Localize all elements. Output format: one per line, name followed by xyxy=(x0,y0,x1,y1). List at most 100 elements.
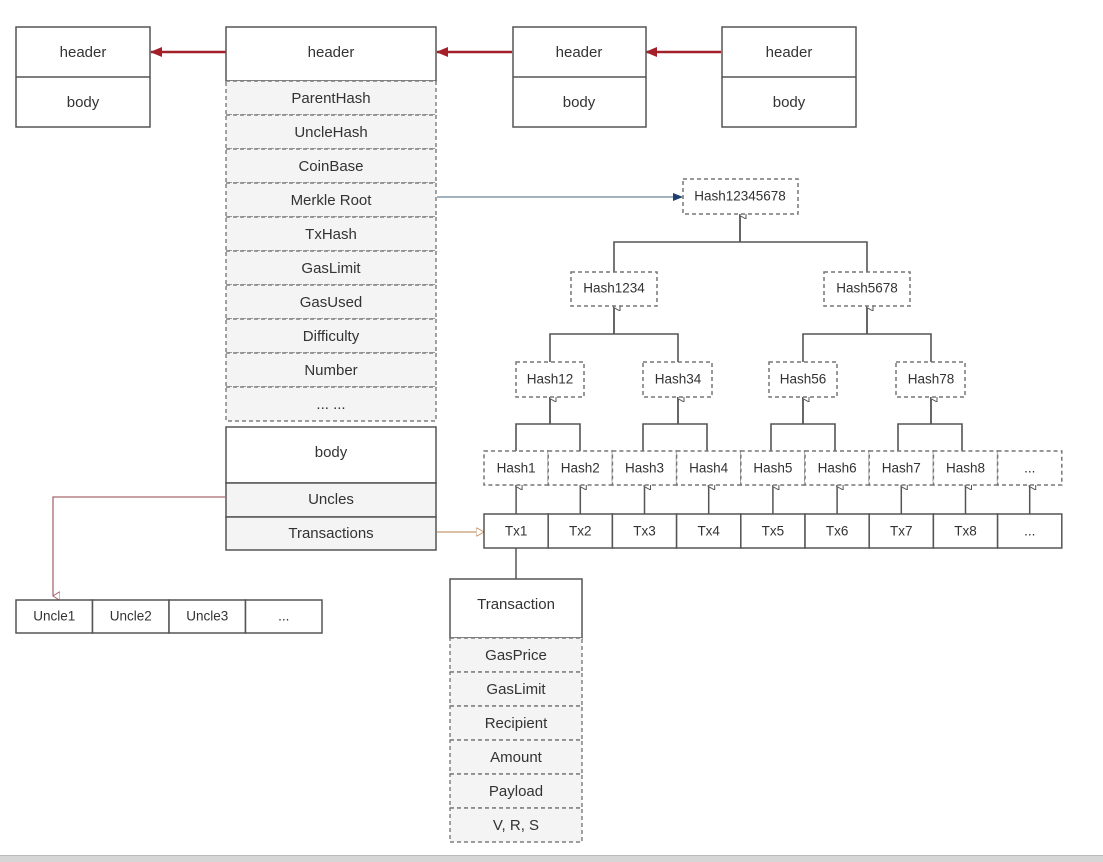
header-field-label: ParentHash xyxy=(291,90,370,107)
merkle-tree-edges xyxy=(515,215,963,451)
uncle-cell[interactable] xyxy=(168,599,247,634)
header-field[interactable] xyxy=(225,114,437,150)
merkle-leaf[interactable] xyxy=(996,450,1063,486)
transaction-title: Transaction xyxy=(477,596,555,613)
merkle-node-l1[interactable]: Hash1234 xyxy=(570,271,658,307)
uncle-cell[interactable] xyxy=(244,599,323,634)
transaction-field[interactable] xyxy=(449,705,583,741)
merkle-leaf-label: Hash1 xyxy=(497,461,536,476)
merkle-leaf[interactable] xyxy=(740,450,806,486)
header-field-label: Difficulty xyxy=(303,328,360,345)
body-field-transactions-label: Transactions xyxy=(288,525,373,542)
merkle-leaf-label: Hash2 xyxy=(561,461,600,476)
merkle-node-l2[interactable]: Hash34 xyxy=(642,361,713,398)
merkle-node-label: Hash5678 xyxy=(836,281,898,296)
header-field-label: ... ... xyxy=(316,396,345,413)
merkle-leaf[interactable] xyxy=(547,450,614,486)
merkle-leaf[interactable] xyxy=(804,450,870,486)
transaction-cell[interactable] xyxy=(932,513,999,549)
transaction-cell-label: Tx1 xyxy=(505,524,528,539)
block-body-label: body xyxy=(773,94,806,111)
header-field-label: GasLimit xyxy=(301,260,361,277)
merkle-leaf[interactable] xyxy=(675,450,742,486)
transaction-cell[interactable] xyxy=(996,513,1063,549)
transaction-cell[interactable] xyxy=(804,513,870,549)
header-field-label: Merkle Root xyxy=(291,192,373,209)
body-field-uncles[interactable] xyxy=(225,482,437,518)
transaction-cell-label: Tx5 xyxy=(762,524,785,539)
header-field-label: Number xyxy=(304,362,357,379)
merkle-node-l2[interactable]: Hash12 xyxy=(515,361,585,398)
block-header-label: header xyxy=(766,44,813,61)
transaction-field[interactable] xyxy=(449,807,583,843)
header-field[interactable] xyxy=(225,318,437,354)
merkle-node-label: Hash1234 xyxy=(583,281,645,296)
header-field[interactable] xyxy=(225,216,437,252)
uncles-link xyxy=(53,496,226,596)
merkle-node-label: Hash78 xyxy=(908,372,955,387)
block-next-1[interactable]: header body xyxy=(512,26,647,128)
merkle-node-label: Hash34 xyxy=(655,372,702,387)
merkle-root-node[interactable]: Hash12345678 xyxy=(682,178,799,215)
merkle-leaf-label: Hash8 xyxy=(946,461,985,476)
transaction-detail[interactable]: Transaction xyxy=(449,578,583,639)
merkle-node-l1[interactable]: Hash5678 xyxy=(823,271,911,307)
transaction-cell[interactable] xyxy=(611,513,678,549)
transaction-cell-label: Tx6 xyxy=(826,524,849,539)
transaction-cell[interactable] xyxy=(740,513,806,549)
transaction-cell-label: Tx2 xyxy=(569,524,592,539)
transaction-field-label: GasPrice xyxy=(485,647,547,664)
header-field[interactable] xyxy=(225,148,437,184)
transaction-cell[interactable] xyxy=(675,513,742,549)
header-field[interactable] xyxy=(225,386,437,422)
merkle-leaf-label: Hash6 xyxy=(818,461,857,476)
merkle-leaf[interactable] xyxy=(483,450,549,486)
merkle-leaf-label: Hash7 xyxy=(882,461,921,476)
header-field[interactable] xyxy=(225,250,437,286)
uncle-cell[interactable] xyxy=(91,599,170,634)
transaction-field[interactable] xyxy=(449,773,583,809)
transaction-cell[interactable] xyxy=(547,513,614,549)
merkle-leaf-label: ... xyxy=(1024,461,1035,476)
header-field-label: TxHash xyxy=(305,226,357,243)
merkle-leaf-label: Hash5 xyxy=(753,461,792,476)
uncle-cell-label: Uncle2 xyxy=(110,609,152,624)
header-field[interactable] xyxy=(225,182,437,218)
merkle-node-l2[interactable]: Hash56 xyxy=(768,361,838,398)
main-block-header[interactable]: header xyxy=(225,26,437,82)
merkle-node-l2[interactable]: Hash78 xyxy=(895,361,966,398)
bottom-scrollbar[interactable] xyxy=(0,855,1103,862)
body-field-transactions[interactable] xyxy=(225,516,437,551)
header-field[interactable] xyxy=(225,284,437,320)
uncle-cell-label: ... xyxy=(278,609,289,624)
transaction-field[interactable] xyxy=(449,671,583,707)
header-field[interactable] xyxy=(225,352,437,388)
block-next-2[interactable]: header body xyxy=(721,26,857,128)
main-body-label: body xyxy=(315,444,348,461)
transaction-cell-label: Tx8 xyxy=(954,524,977,539)
merkle-leaf-label: Hash3 xyxy=(625,461,664,476)
merkle-leaf[interactable] xyxy=(611,450,678,486)
main-block-body[interactable]: body Uncles Transactions xyxy=(225,426,437,551)
transaction-field-label: Payload xyxy=(489,783,543,800)
merkle-node-label: Hash12 xyxy=(527,372,574,387)
transaction-field-label: V, R, S xyxy=(493,817,539,834)
uncle-cell-label: Uncle1 xyxy=(33,609,75,624)
transaction-field[interactable] xyxy=(449,739,583,775)
block-left[interactable]: header body xyxy=(15,26,151,128)
block-header-label: header xyxy=(556,44,603,61)
block-body-label: body xyxy=(563,94,596,111)
transaction-cell-label: Tx3 xyxy=(633,524,656,539)
header-field[interactable] xyxy=(225,80,437,116)
merkle-root-label: Hash12345678 xyxy=(694,189,786,204)
transaction-field-label: Recipient xyxy=(485,715,548,732)
merkle-node-label: Hash56 xyxy=(780,372,827,387)
uncle-cell[interactable] xyxy=(15,599,94,634)
merkle-leaf[interactable] xyxy=(868,450,935,486)
header-field-label: CoinBase xyxy=(298,158,363,175)
merkle-leaf[interactable] xyxy=(932,450,999,486)
